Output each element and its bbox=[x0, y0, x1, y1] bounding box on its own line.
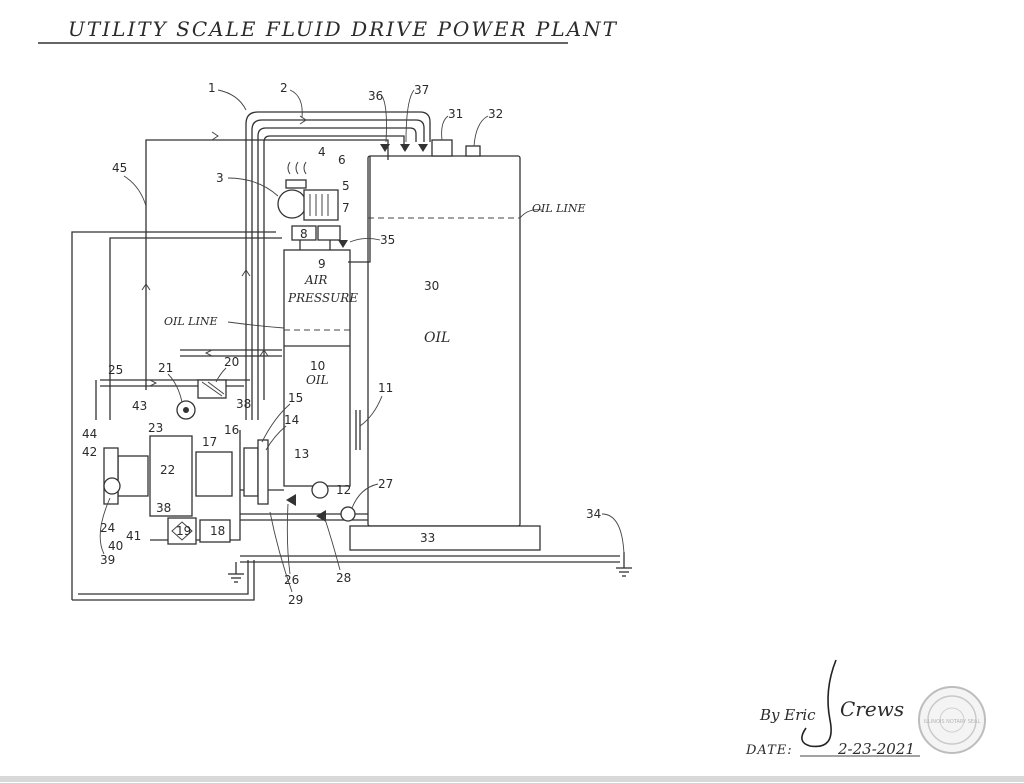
air-label: AIR bbox=[304, 273, 327, 287]
callout-22: 22 bbox=[160, 463, 175, 477]
signature-block: By Eric Crews DATE: 2-23-2021 bbox=[745, 659, 920, 758]
date-label: DATE: bbox=[745, 743, 793, 758]
callout-26: 26 bbox=[284, 573, 299, 587]
callout-23: 23 bbox=[148, 421, 163, 435]
pressure-label: PRESSURE bbox=[287, 291, 358, 305]
callout-15: 15 bbox=[288, 391, 303, 405]
signature-name: Crews bbox=[840, 697, 904, 721]
callout-17: 17 bbox=[202, 435, 217, 449]
callout-27: 27 bbox=[378, 477, 393, 491]
valve-28 bbox=[316, 510, 326, 522]
drawing-title: UTILITY SCALE FLUID DRIVE POWER PLANT bbox=[68, 17, 618, 41]
callout-8: 8 bbox=[300, 227, 308, 241]
date-value: 2-23-2021 bbox=[837, 740, 915, 758]
oil-tank-30: OIL bbox=[355, 139, 521, 527]
callout-20: 20 bbox=[224, 355, 239, 369]
signature-mark bbox=[801, 659, 837, 748]
callout-28: 28 bbox=[336, 571, 351, 585]
callout-41: 41 bbox=[126, 529, 141, 543]
base-33 bbox=[349, 525, 541, 551]
callout-12: 12 bbox=[336, 483, 351, 497]
callout-36: 36 bbox=[368, 89, 383, 103]
callout-43: 43 bbox=[132, 399, 147, 413]
callout-1: 1 bbox=[208, 81, 216, 95]
callout-16: 16 bbox=[224, 423, 239, 437]
callout-10: 10 bbox=[310, 359, 325, 373]
callout-13: 13 bbox=[294, 447, 309, 461]
pressure-vessel: AIR PRESSURE OIL bbox=[283, 249, 358, 487]
notary-seal: ILLINOIS NOTARY SEAL bbox=[918, 686, 986, 754]
callout-11: 11 bbox=[378, 381, 393, 395]
callout-34: 34 bbox=[586, 507, 601, 521]
seal-text: ILLINOIS NOTARY SEAL bbox=[924, 719, 981, 725]
tank-oil-line-label: OIL LINE bbox=[532, 202, 585, 215]
callout-30: 30 bbox=[424, 279, 439, 293]
vessel-oil-label: OIL bbox=[306, 373, 329, 387]
generator-assembly bbox=[103, 435, 269, 545]
callout-5: 5 bbox=[342, 179, 350, 193]
tank-oil-label: OIL bbox=[424, 330, 450, 346]
callout-6: 6 bbox=[338, 153, 346, 167]
callout-40: 40 bbox=[108, 539, 123, 553]
callout-35: 35 bbox=[380, 233, 395, 247]
callout-2: 2 bbox=[280, 81, 288, 95]
callout-19: 19 bbox=[176, 524, 191, 538]
callout-33: 33 bbox=[420, 531, 435, 545]
compressor-assembly bbox=[277, 161, 341, 250]
callout-21: 21 bbox=[158, 361, 173, 375]
callout-24: 24 bbox=[100, 521, 115, 535]
callout-18: 18 bbox=[210, 524, 225, 538]
callout-39: 39 bbox=[100, 553, 115, 567]
callout-29: 29 bbox=[288, 593, 303, 607]
callout-7: 7 bbox=[342, 201, 350, 215]
callout-31: 31 bbox=[448, 107, 463, 121]
callout-3: 3 bbox=[216, 171, 224, 185]
pump-12 bbox=[311, 481, 329, 499]
valve-27 bbox=[340, 506, 356, 522]
vessel-oil-line-label: OIL LINE bbox=[164, 315, 217, 328]
callout-42: 42 bbox=[82, 445, 97, 459]
valve-35 bbox=[338, 240, 348, 248]
callout-14: 14 bbox=[284, 413, 299, 427]
callout-44: 44 bbox=[82, 427, 97, 441]
signature-prefix: By Eric bbox=[759, 706, 816, 724]
callout-38: 38 bbox=[236, 397, 251, 411]
part-callouts: 1 2 3 4 5 6 7 8 9 10 11 12 13 14 15 16 1… bbox=[82, 81, 625, 607]
callout-9: 9 bbox=[318, 257, 326, 271]
callout-4: 4 bbox=[318, 145, 326, 159]
callout-32: 32 bbox=[488, 107, 503, 121]
callout-45: 45 bbox=[112, 161, 127, 175]
callout-38b: 38 bbox=[156, 501, 171, 515]
callout-25: 25 bbox=[108, 363, 123, 377]
callout-37: 37 bbox=[414, 83, 429, 97]
valve-26 bbox=[286, 494, 296, 506]
